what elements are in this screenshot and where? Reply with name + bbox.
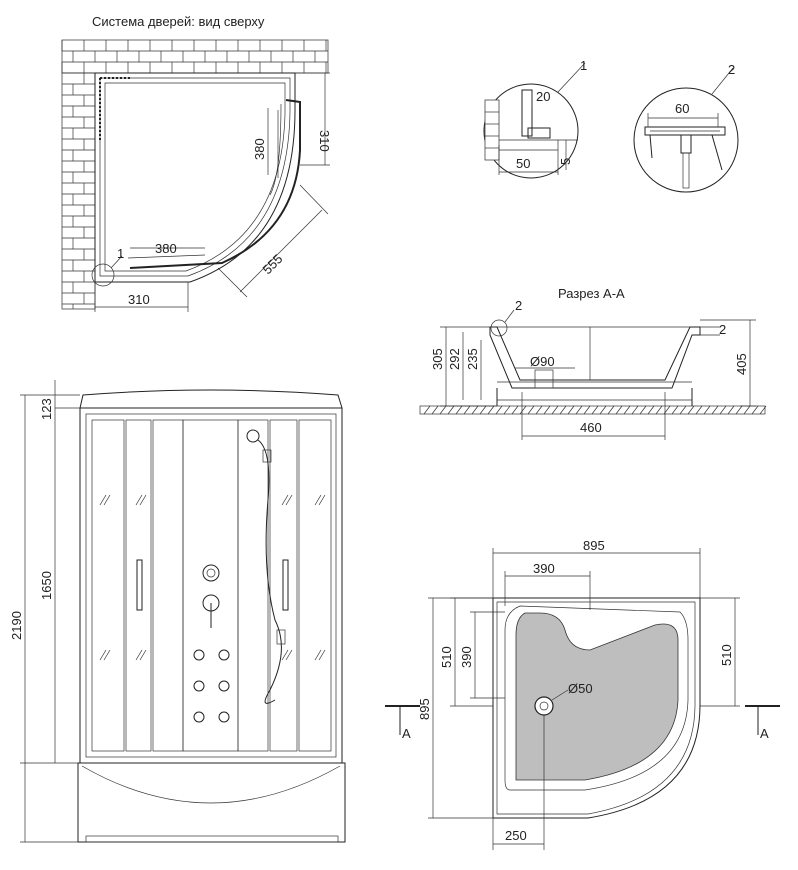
svg-text:405: 405 — [734, 353, 749, 375]
callout-1-top: 1 — [117, 246, 124, 261]
detail-2: 60 2 — [633, 62, 739, 193]
svg-text:380: 380 — [252, 138, 267, 160]
svg-text:895: 895 — [417, 698, 432, 720]
svg-text:510: 510 — [719, 644, 734, 666]
section-a-a: Разрез А-А 2 305 292 235 Ø90 2 — [419, 286, 767, 440]
svg-text:A: A — [402, 726, 411, 741]
svg-text:380: 380 — [155, 241, 177, 256]
svg-text:20: 20 — [536, 89, 550, 104]
svg-text:Ø50: Ø50 — [568, 681, 593, 696]
brick-wall-left — [61, 72, 96, 310]
svg-text:310: 310 — [317, 130, 332, 152]
svg-text:2: 2 — [719, 322, 726, 337]
dim-380-horizontal: 380 — [130, 241, 205, 256]
svg-text:2190: 2190 — [9, 611, 24, 640]
detail-1-label: 1 — [580, 58, 587, 73]
svg-text:60: 60 — [675, 101, 689, 116]
svg-text:A: A — [760, 726, 769, 741]
front-view: 123 1650 2190 — [9, 380, 346, 843]
svg-text:895: 895 — [583, 538, 605, 553]
brick-wall-top — [61, 39, 329, 74]
svg-text:460: 460 — [580, 420, 602, 435]
detail-1: 20 50 5 1 — [483, 58, 587, 179]
svg-text:235: 235 — [465, 348, 480, 370]
svg-text:5: 5 — [558, 158, 573, 165]
svg-text:250: 250 — [505, 828, 527, 843]
dim-310-right: 310 — [295, 72, 332, 166]
top-view-title: Система дверей: вид сверху — [92, 14, 265, 29]
tray-plan: Ø50 A A 895 390 510 390 895 — [385, 538, 780, 850]
detail-2-label: 2 — [728, 62, 735, 77]
svg-text:292: 292 — [447, 348, 462, 370]
svg-text:555: 555 — [260, 251, 286, 277]
dim-555: 555 — [217, 184, 329, 298]
cabin-top-outline: 1 — [91, 72, 301, 287]
dim-310-bottom: 310 — [94, 282, 189, 312]
svg-text:2: 2 — [515, 298, 522, 313]
svg-text:123: 123 — [39, 398, 54, 420]
svg-text:310: 310 — [128, 292, 150, 307]
svg-text:Ø90: Ø90 — [530, 354, 555, 369]
svg-text:50: 50 — [516, 156, 530, 171]
section-title: Разрез А-А — [558, 286, 625, 301]
svg-text:390: 390 — [459, 646, 474, 668]
svg-text:1650: 1650 — [39, 571, 54, 600]
top-view: Система дверей: вид сверху — [61, 14, 332, 312]
svg-text:390: 390 — [533, 561, 555, 576]
svg-text:305: 305 — [430, 348, 445, 370]
svg-text:510: 510 — [439, 646, 454, 668]
dim-380-vertical: 380 — [252, 110, 279, 178]
